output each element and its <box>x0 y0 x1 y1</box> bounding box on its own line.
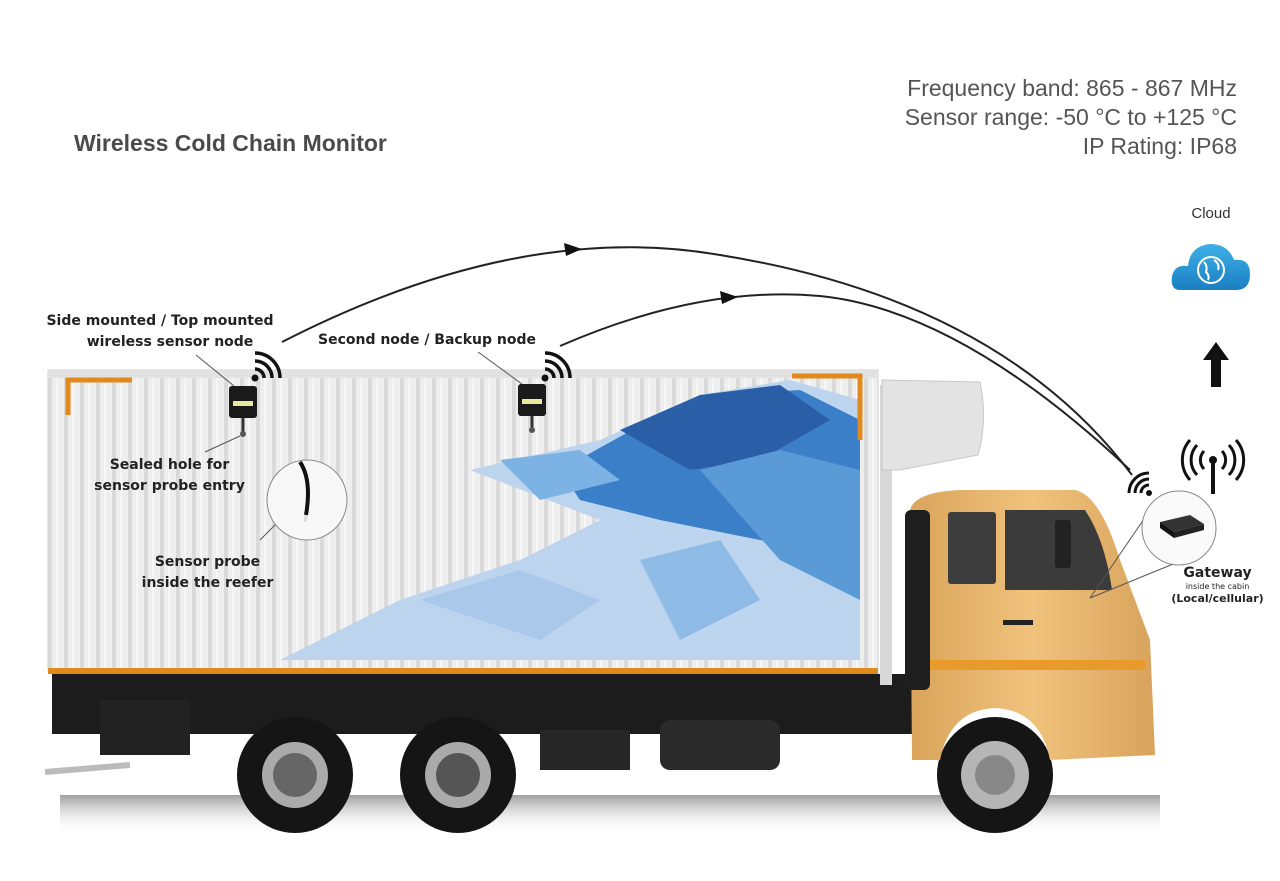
sealed-hole-label-line2: sensor probe entry <box>94 478 245 494</box>
gateway-label-sub: inside the cabin <box>1185 582 1250 591</box>
arrow-up-icon <box>1203 342 1229 387</box>
front-wheel <box>937 717 1053 833</box>
sealed-hole-label: Sealed hole for sensor probe entry <box>82 455 257 497</box>
node1-label-line2: wireless sensor node <box>86 334 254 350</box>
probe-label-line2: inside the reefer <box>141 575 274 591</box>
rear-wheel-2 <box>400 717 516 833</box>
node1-label: Side mounted / Top mounted wireless sens… <box>40 311 280 353</box>
gateway-magnifier <box>1141 490 1217 566</box>
path-node2-to-gateway <box>559 293 1131 471</box>
container-livery <box>280 380 860 660</box>
gateway-label-title: Gateway <box>1183 565 1252 581</box>
cloud-globe-icon <box>1171 244 1250 290</box>
gateway-label: Gateway inside the cabin (Local/cellular… <box>1160 565 1275 605</box>
node2-label: Second node / Backup node <box>317 332 536 348</box>
wifi-icon <box>1127 471 1152 496</box>
cloud-label: Cloud <box>1191 205 1231 222</box>
reefer-container <box>47 369 879 674</box>
spec-ip-rating: IP Rating: IP68 <box>1082 133 1237 159</box>
spec-frequency-band: Frequency band: 865 - 867 MHz <box>907 75 1237 101</box>
node1-label-line1: Side mounted / Top mounted <box>46 313 274 329</box>
path-node1-to-gateway <box>281 246 1133 476</box>
probe-label-line1: Sensor probe <box>154 554 261 570</box>
antenna-broadcast-icon <box>1180 439 1246 494</box>
signal-paths <box>281 246 1133 476</box>
rear-wheel-1 <box>237 717 353 833</box>
sensor-node-1 <box>229 386 257 437</box>
probe-magnifier <box>266 459 348 541</box>
arrowhead-2 <box>720 291 738 304</box>
wifi-icon <box>541 351 572 382</box>
sealed-hole-label-line1: Sealed hole for <box>109 457 230 473</box>
probe-label: Sensor probe inside the reefer <box>130 552 285 594</box>
spec-sensor-range: Sensor range: -50 °C to +125 °C <box>904 104 1237 130</box>
truck-cab <box>905 490 1155 760</box>
spec-block: Frequency band: 865 - 867 MHz Sensor ran… <box>905 74 1237 161</box>
page-title: Wireless Cold Chain Monitor <box>74 130 387 156</box>
refrigeration-unit <box>880 379 985 685</box>
wifi-icon <box>251 351 282 382</box>
gateway-label-network: (Local/cellular) <box>1171 592 1264 605</box>
sensor-node-2 <box>518 384 546 433</box>
arrowhead-1 <box>564 243 582 256</box>
